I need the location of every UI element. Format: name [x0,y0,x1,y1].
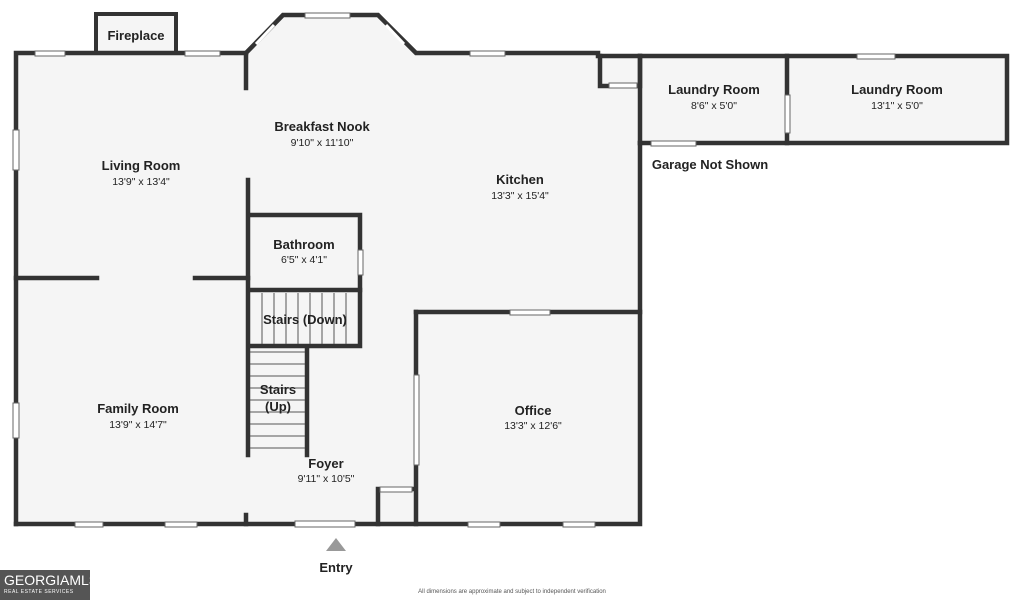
kitchen-dims: 13'3" x 15'4" [491,190,549,202]
laundry-room-1-name: Laundry Room [668,82,760,97]
laundry-room-2-name: Laundry Room [851,82,943,97]
laundry-room-2-dims: 13'1" x 5'0" [871,100,923,112]
entry-door [294,520,356,528]
bathroom-dims: 6'5" x 4'1" [281,254,327,266]
stairs-down-treads [261,293,347,344]
family-room-name: Family Room [97,401,179,416]
logo-sub-text: REAL ESTATE SERVICES [4,589,74,595]
georgiamls-logo: GEORGIAMLS REAL ESTATE SERVICES [0,570,99,600]
living-room-dims: 13'9" x 13'4" [112,176,170,188]
laundry-room-1-dims: 8'6" x 5'0" [691,100,737,112]
logo-main-text: GEORGIAMLS [4,572,99,588]
stairs-up-label-line1: Stairs [260,382,296,397]
office-name: Office [515,403,552,418]
family-room-dims: 13'9" x 14'7" [109,419,167,431]
garage-note: Garage Not Shown [652,157,768,172]
entry-label: Entry [319,560,353,575]
stairs-up-treads [250,351,305,449]
bay-window-right [384,23,406,46]
living-room-name: Living Room [102,158,181,173]
kitchen-name: Kitchen [496,172,544,187]
bay-window-left [254,23,276,46]
stairs-down-label: Stairs (Down) [263,312,347,327]
disclaimer-text: All dimensions are approximate and subje… [418,589,606,595]
breakfast-nook-dims: 9'10" x 11'10" [291,137,354,149]
fireplace-label: Fireplace [107,28,164,43]
windows [12,12,896,528]
bathroom-name: Bathroom [273,237,334,252]
foyer-name: Foyer [308,456,343,471]
breakfast-nook-name: Breakfast Nook [274,119,370,134]
entry-arrow-icon [326,538,346,551]
office-dims: 13'3" x 12'6" [504,420,562,432]
stairs-up-label-line2: (Up) [265,399,291,414]
foyer-dims: 9'11" x 10'5" [298,473,355,485]
